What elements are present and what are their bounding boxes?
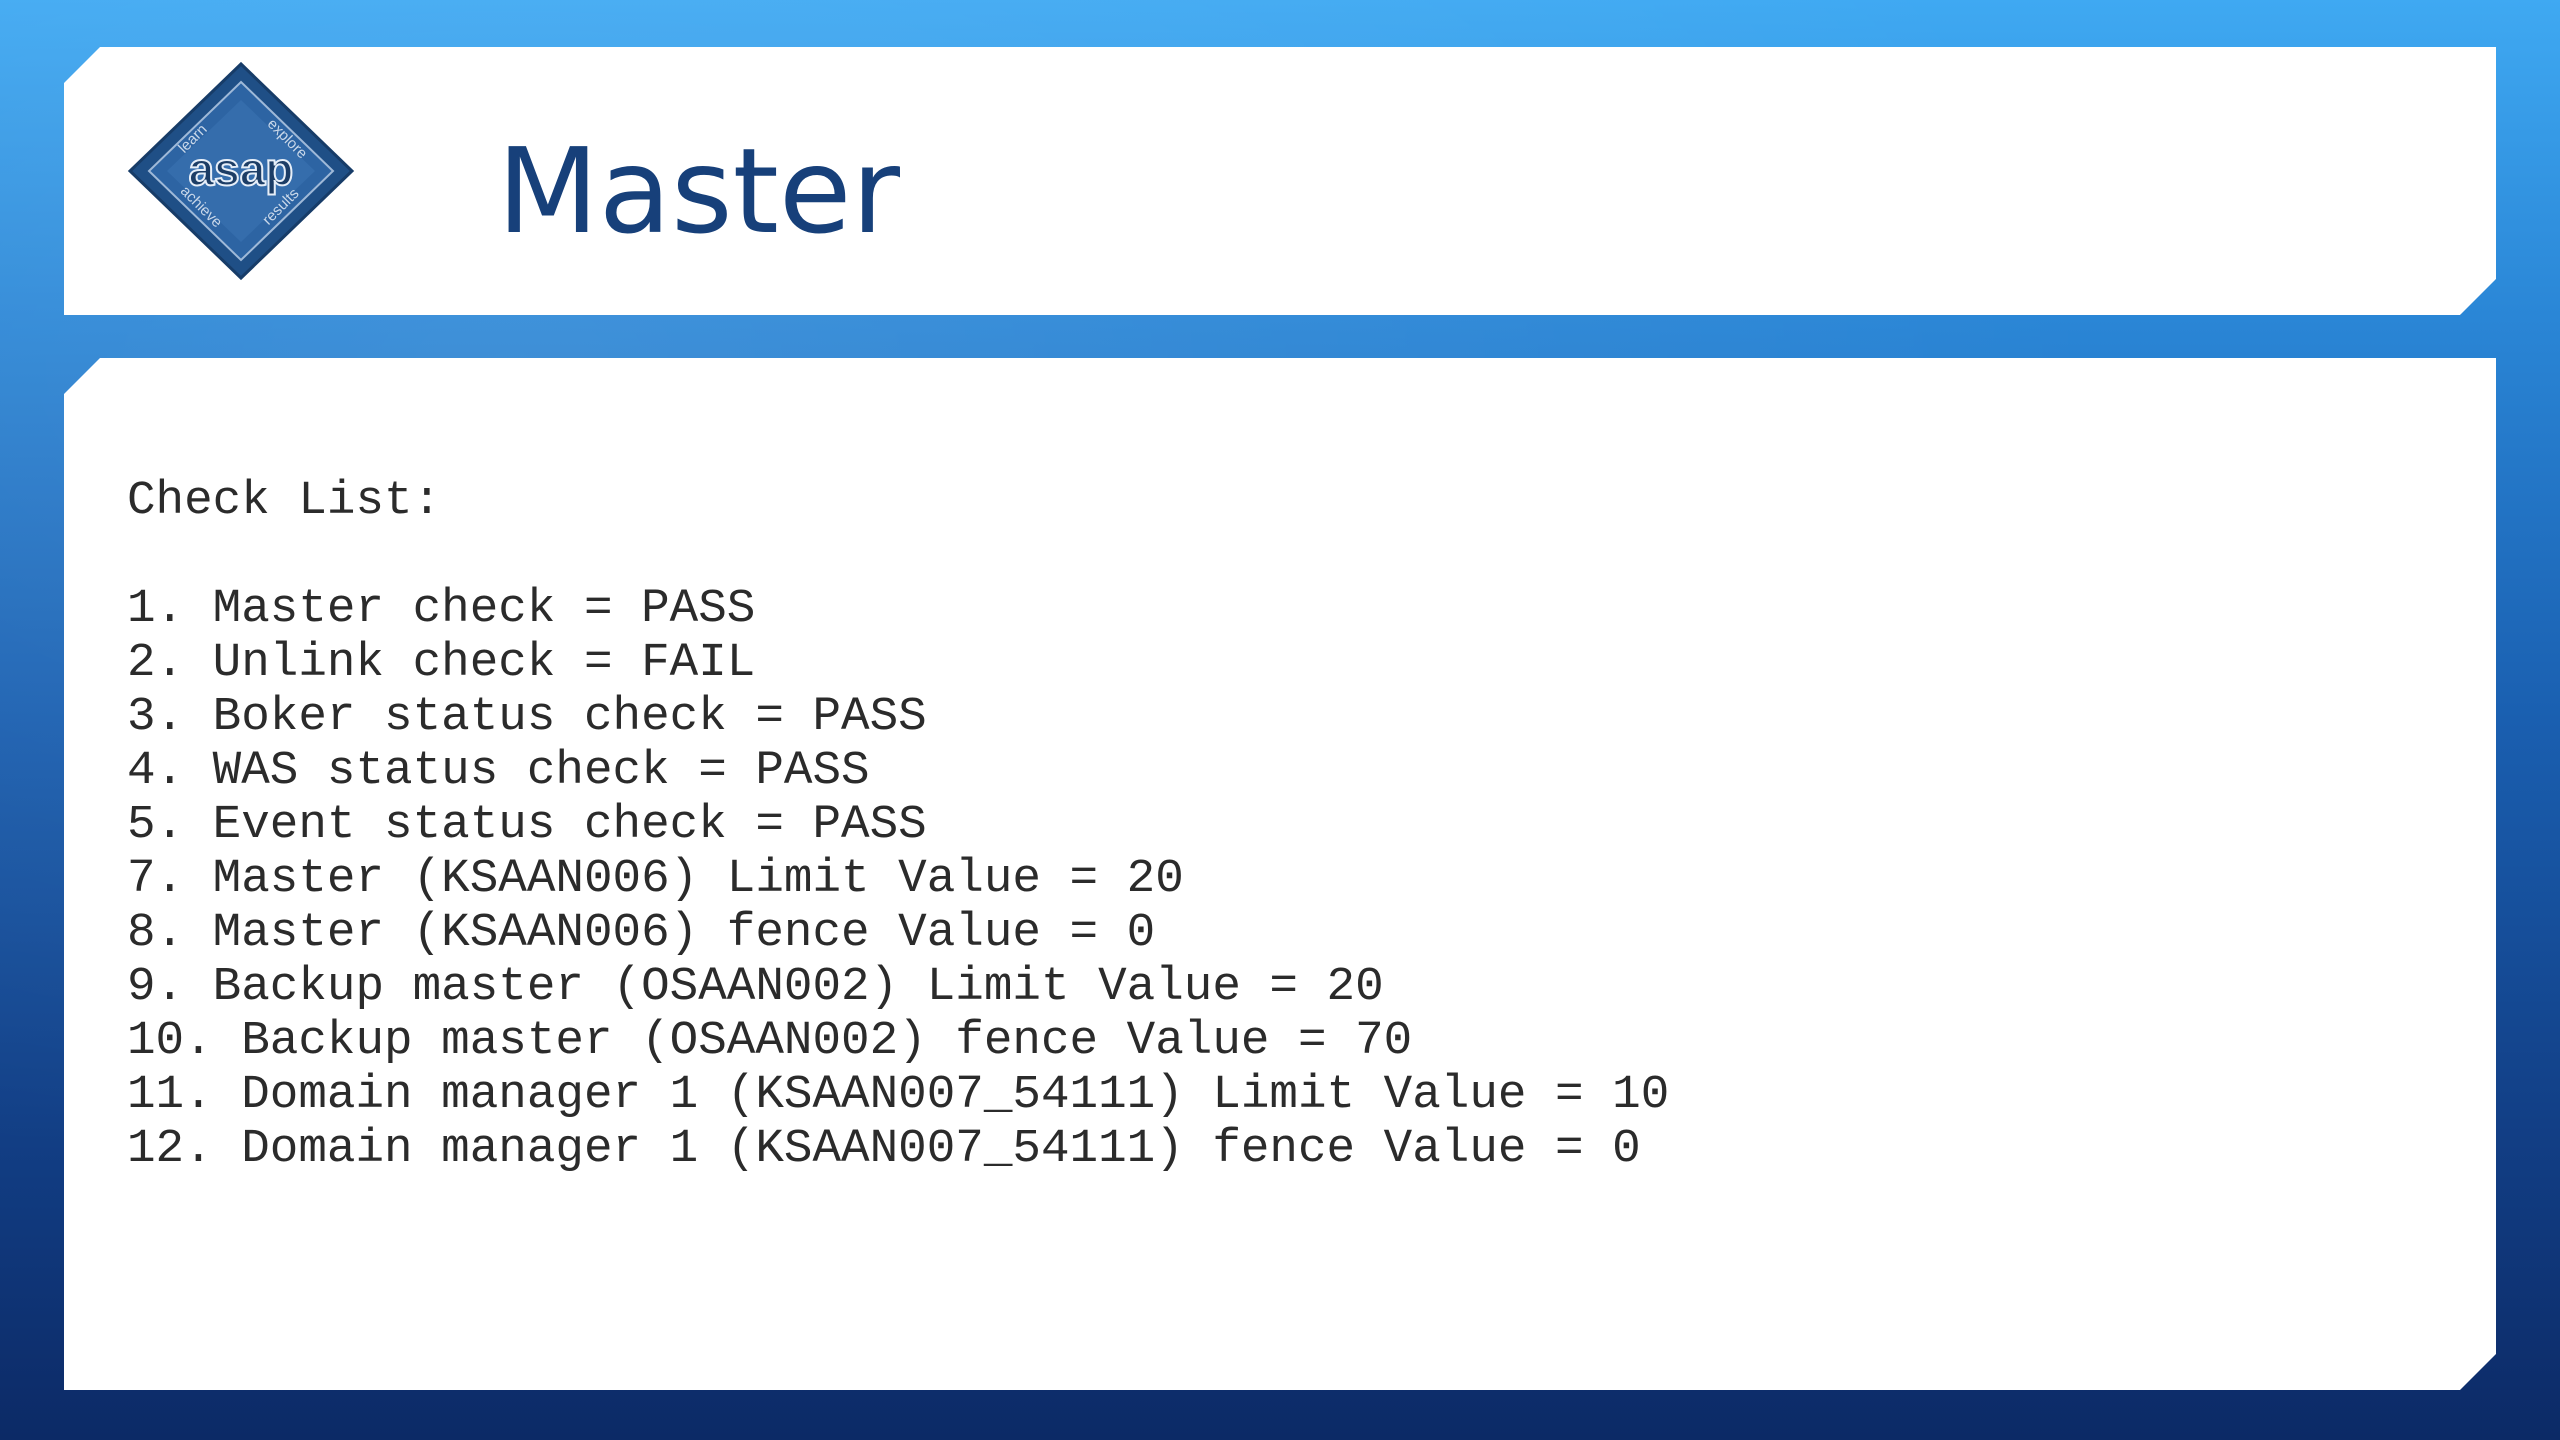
- title-panel: [64, 47, 2496, 315]
- logo-wordmark: asap: [189, 143, 294, 195]
- checklist-item: 2. Unlink check = FAIL: [127, 636, 756, 690]
- checklist-item: 12. Domain manager 1 (KSAAN007_54111) fe…: [127, 1122, 1641, 1176]
- checklist-item: 5. Event status check = PASS: [127, 798, 927, 852]
- slide-title: Master: [497, 122, 900, 260]
- checklist-item: 8. Master (KSAAN006) fence Value = 0: [127, 906, 1156, 960]
- checklist-item: 4. WAS status check = PASS: [127, 744, 870, 798]
- checklist-item: 10. Backup master (OSAAN002) fence Value…: [127, 1014, 1413, 1068]
- checklist-item: 7. Master (KSAAN006) Limit Value = 20: [127, 852, 1184, 906]
- content-panel: [64, 358, 2496, 1390]
- checklist-items: 1. Master check = PASS 2. Unlink check =…: [127, 582, 2427, 1176]
- checklist-item: 11. Domain manager 1 (KSAAN007_54111) Li…: [127, 1068, 1670, 1122]
- checklist-item: 1. Master check = PASS: [127, 582, 756, 636]
- checklist-item: 9. Backup master (OSAAN002) Limit Value …: [127, 960, 1384, 1014]
- checklist-heading: Check List:: [127, 474, 442, 528]
- checklist-item: 3. Boker status check = PASS: [127, 690, 927, 744]
- asap-diamond-logo-icon: asap learn explore achieve results: [126, 60, 356, 282]
- checklist: Check List: 1. Master check = PASS 2. Un…: [127, 474, 2427, 1176]
